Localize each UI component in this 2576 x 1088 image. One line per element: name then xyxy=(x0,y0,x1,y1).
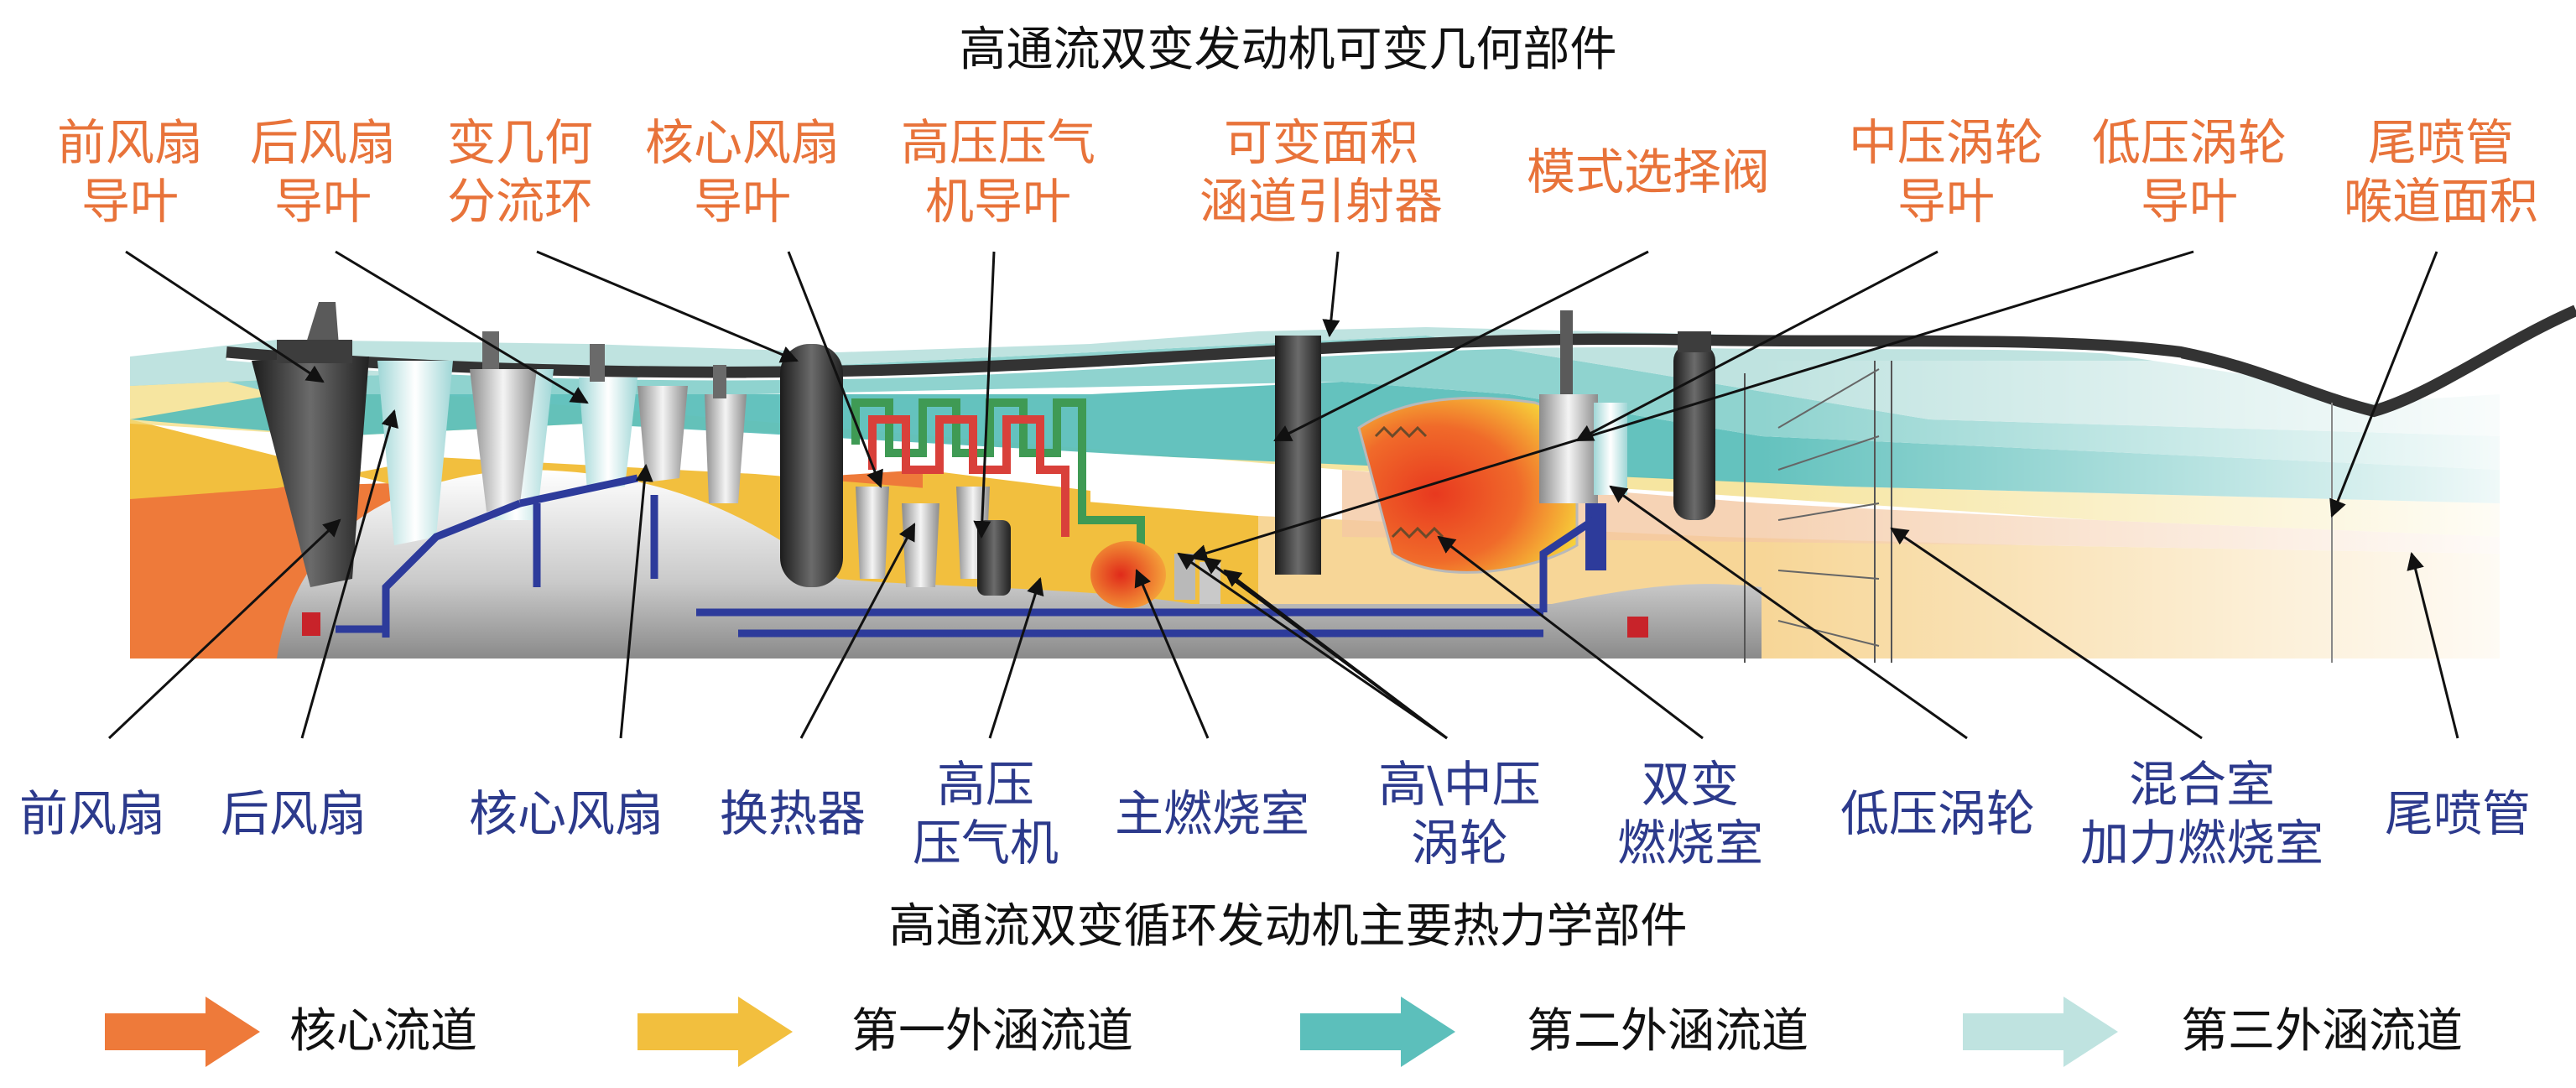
label-lp-turbine: 低压涡轮 xyxy=(1840,785,2035,842)
heat-exchanger-tank xyxy=(780,344,843,587)
top-title: 高通流双变发动机可变几何部件 xyxy=(959,23,1617,77)
top-leader-lines xyxy=(125,250,2438,562)
label-mixer-afterburner: 混合室 加力燃烧室 xyxy=(2079,756,2324,872)
label-hpc-guide-vane: 高压压气 机导叶 xyxy=(900,114,1095,230)
legend-label-first-bypass: 第一外涵流道 xyxy=(851,1004,1133,1059)
shaft-system xyxy=(336,474,1596,638)
legend-arrow-first-bypass xyxy=(637,997,793,1067)
label-lpt-guide-vane: 低压涡轮 导叶 xyxy=(2091,114,2287,230)
label-nozzle: 尾喷管 xyxy=(2384,785,2531,842)
label-rear-fan: 后风扇 xyxy=(220,785,367,842)
label-variable-area-bypass-injector: 可变面积 涵道引射器 xyxy=(1199,114,1443,230)
legend-label-second-bypass: 第二外涵流道 xyxy=(1527,1004,1808,1059)
legend-label-third-bypass: 第三外涵流道 xyxy=(2181,1004,2463,1059)
legend-arrow-second-bypass xyxy=(1300,997,1455,1067)
rear-fan-blade xyxy=(470,369,537,512)
label-hp-ip-turbine: 高\中压 涡轮 xyxy=(1378,756,1541,872)
label-core-fan: 核心风扇 xyxy=(468,785,664,842)
heat-exchanger-pipes xyxy=(851,398,1145,570)
label-nozzle-throat-area: 尾喷管 喉道面积 xyxy=(2343,114,2538,230)
label-variable-splitter: 变几何 分流环 xyxy=(446,114,593,230)
legend-label-core: 核心流道 xyxy=(289,1004,477,1059)
bottom-title: 高通流双变循环发动机主要热力学部件 xyxy=(888,899,1688,954)
fan-guide-vane-1 xyxy=(377,361,453,545)
afterburner-section xyxy=(1744,361,2333,663)
label-mode-selector-valve: 模式选择阀 xyxy=(1526,143,1770,200)
label-main-combustor: 主燃烧室 xyxy=(1114,785,1309,842)
label-core-fan-guide-vane: 核心风扇 导叶 xyxy=(644,114,840,230)
label-rear-fan-guide-vane: 后风扇 导叶 xyxy=(249,114,396,230)
label-front-fan: 前风扇 xyxy=(18,785,165,842)
dual-combustor-body xyxy=(1357,396,1579,574)
legend-arrow-core xyxy=(105,997,260,1067)
label-hp-compressor: 高压 压气机 xyxy=(912,756,1059,872)
label-heat-exchanger: 换热器 xyxy=(719,785,866,842)
label-ipt-guide-vane: 中压涡轮 导叶 xyxy=(1848,114,2043,230)
label-front-fan-guide-vane: 前风扇 导叶 xyxy=(56,114,203,230)
bypass-injector-plate xyxy=(1275,336,1321,575)
legend-arrow-third-bypass xyxy=(1963,997,2118,1067)
main-combustor-body xyxy=(1090,541,1166,608)
bottom-leader-lines xyxy=(107,409,2459,740)
label-dual-variable-combustor: 双变 燃烧室 xyxy=(1616,756,1763,872)
legend-arrows xyxy=(105,997,2118,1067)
